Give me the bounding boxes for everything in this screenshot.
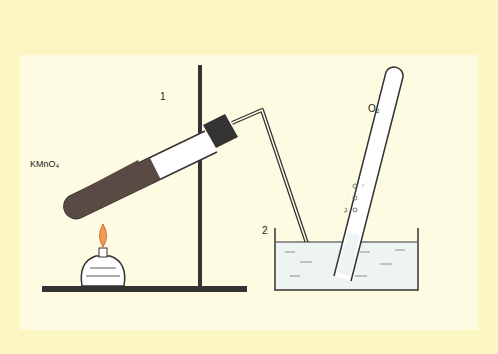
collecting-tube (334, 67, 403, 281)
stopper (203, 114, 238, 148)
substance-label: KMnO₄ (30, 160, 59, 169)
callout-number: 1 (160, 92, 166, 102)
stand-base (42, 286, 247, 292)
test-tube (60, 114, 238, 230)
gas-label: O₂ (368, 104, 380, 114)
inner-panel (20, 55, 478, 330)
spirit-lamp (81, 224, 124, 286)
stand-rod (198, 65, 202, 287)
callout-number: 2 (262, 226, 268, 236)
